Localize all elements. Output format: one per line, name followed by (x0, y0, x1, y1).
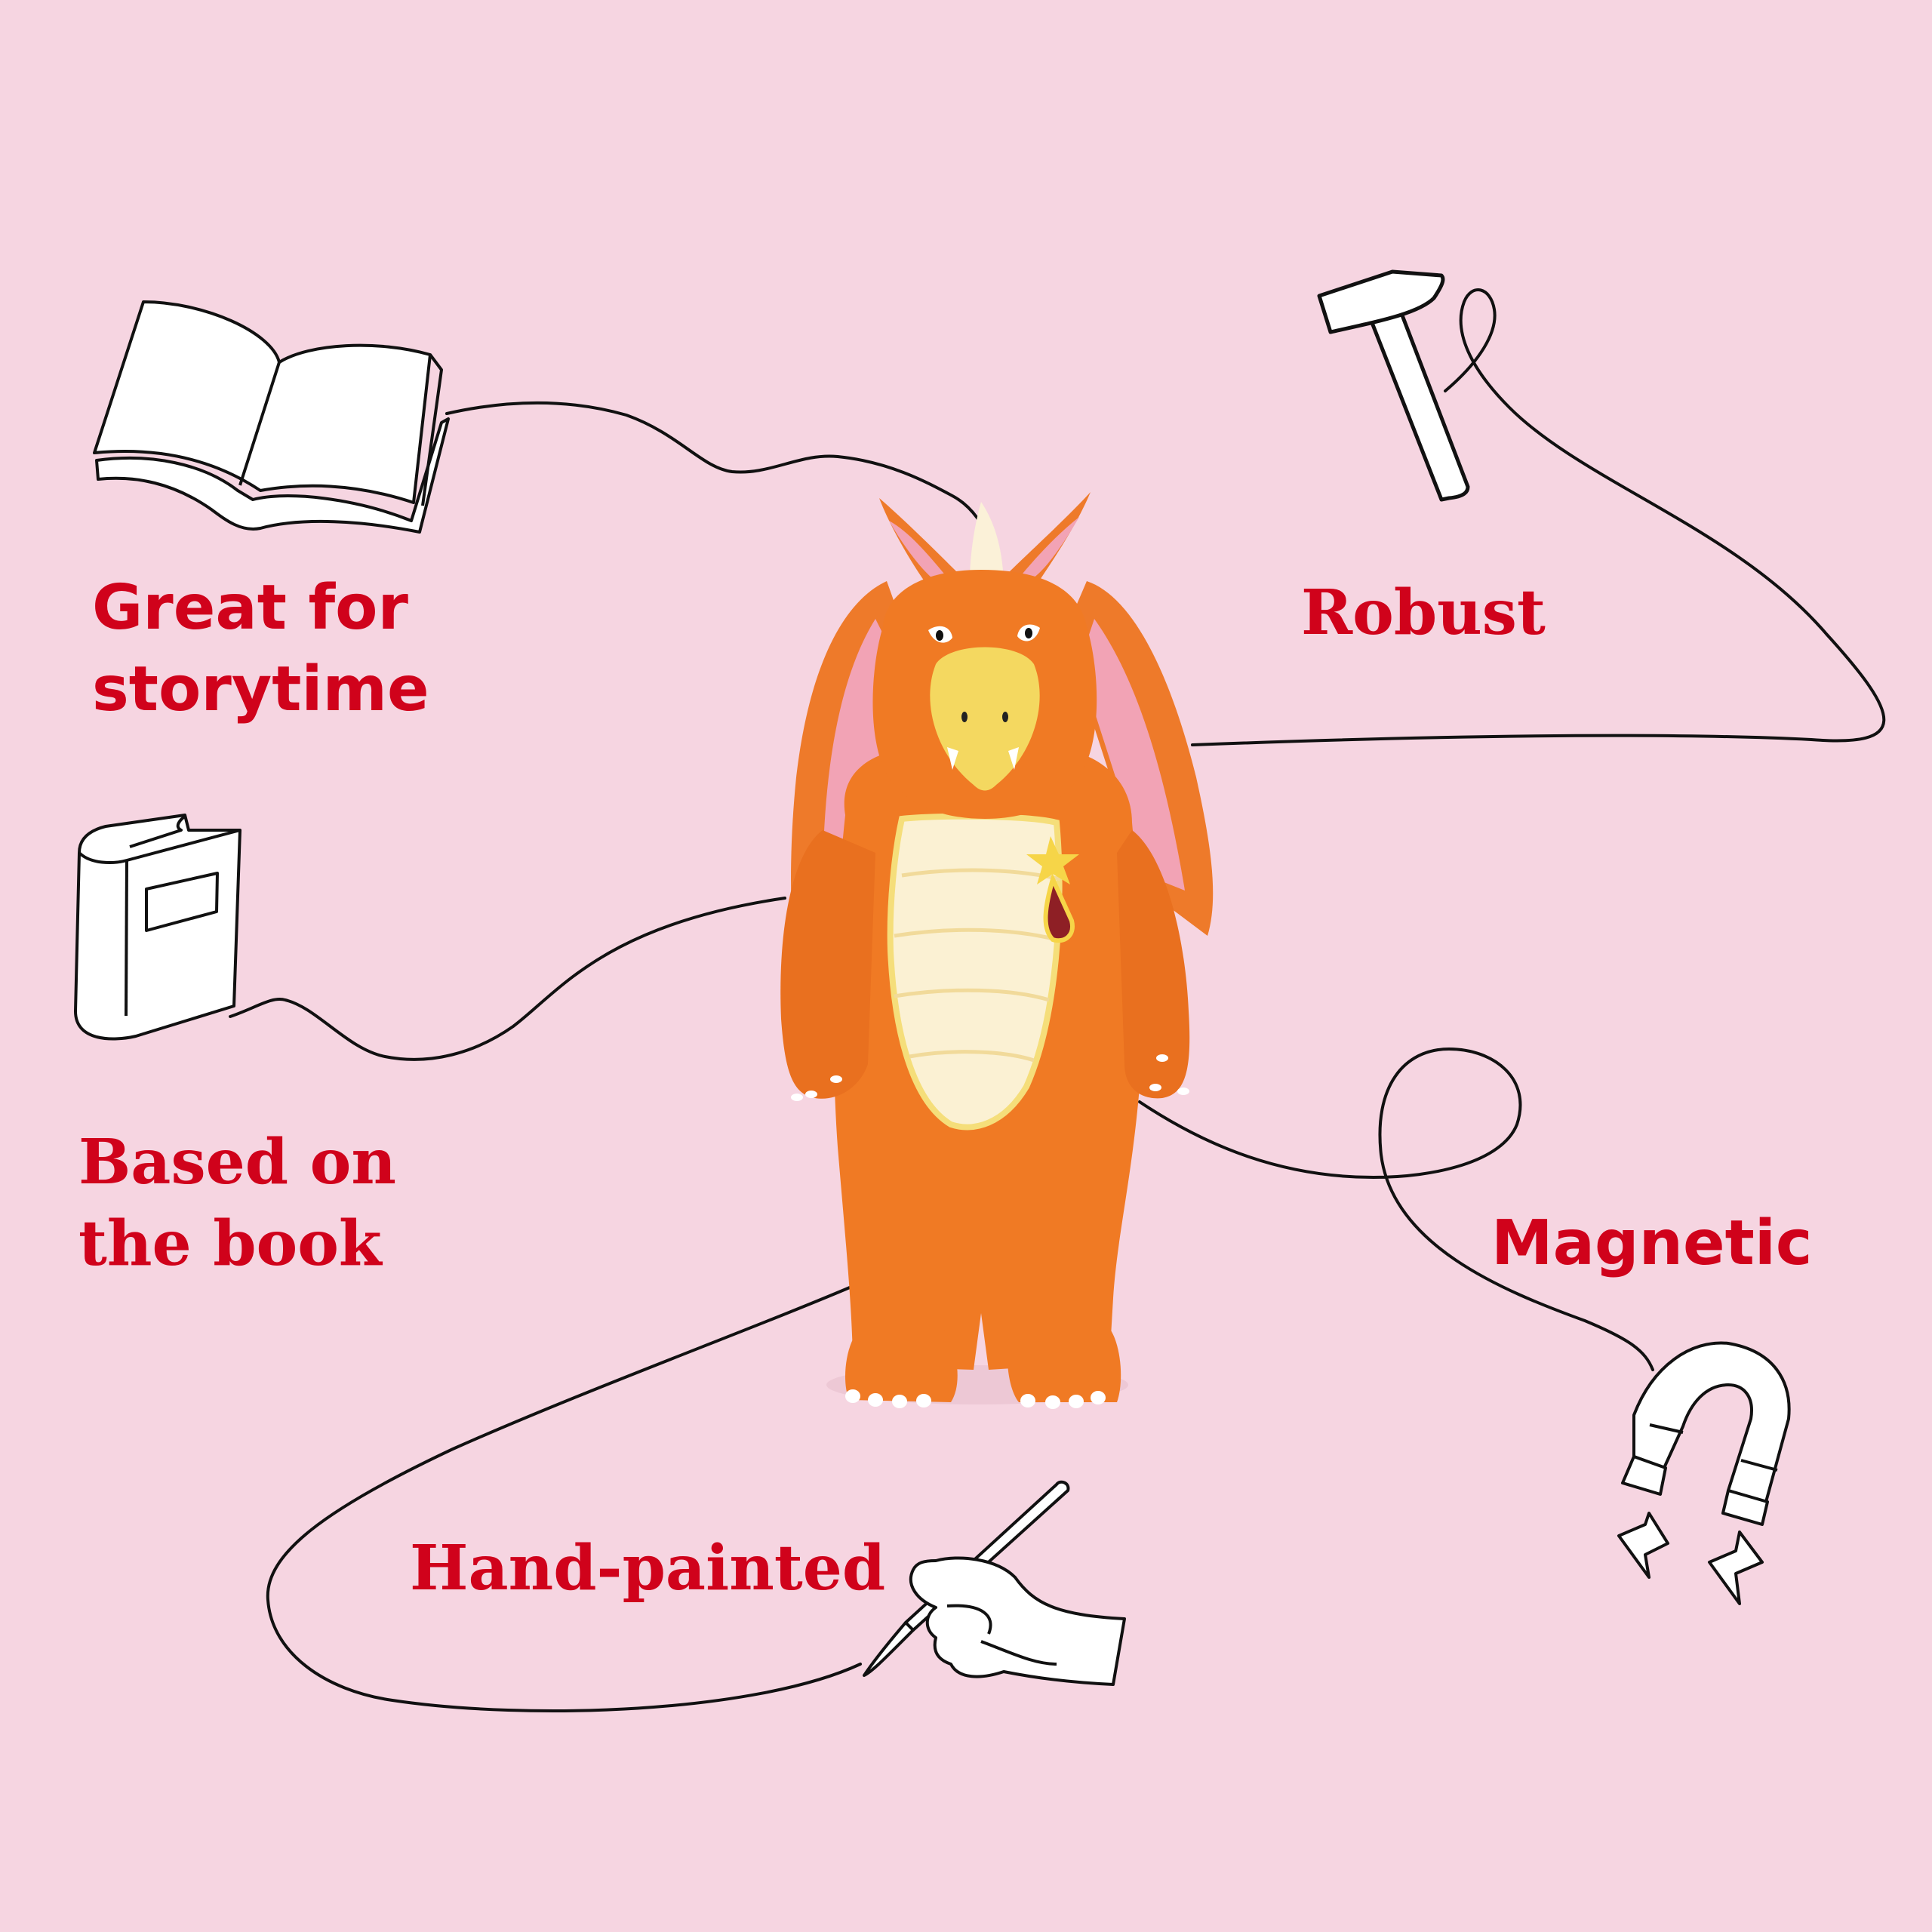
flame-badge (1043, 872, 1075, 943)
star-badge (1026, 836, 1079, 884)
label-based-on-book: Based on the book (78, 1126, 396, 1280)
label-robust: Robust (1301, 577, 1546, 649)
label-storytime: Great for storytime (92, 572, 429, 725)
label-hand-painted: Hand-painted (410, 1532, 886, 1604)
horn (970, 502, 1004, 581)
label-magnetic: Magnetic (1491, 1208, 1813, 1279)
right-ear (1004, 492, 1091, 589)
left-ear (879, 498, 966, 596)
left-foot (845, 1328, 958, 1402)
connector-hand-painted (266, 1281, 862, 1712)
left-arm (780, 830, 875, 1099)
connector-robust (1191, 288, 1886, 746)
connector-book (229, 897, 786, 1061)
dragon-belly (887, 813, 1063, 1131)
connector-magnetic (1138, 1047, 1654, 1371)
connector-storytime (445, 401, 990, 541)
right-foot (1007, 1328, 1121, 1402)
right-arm (1117, 830, 1190, 1099)
